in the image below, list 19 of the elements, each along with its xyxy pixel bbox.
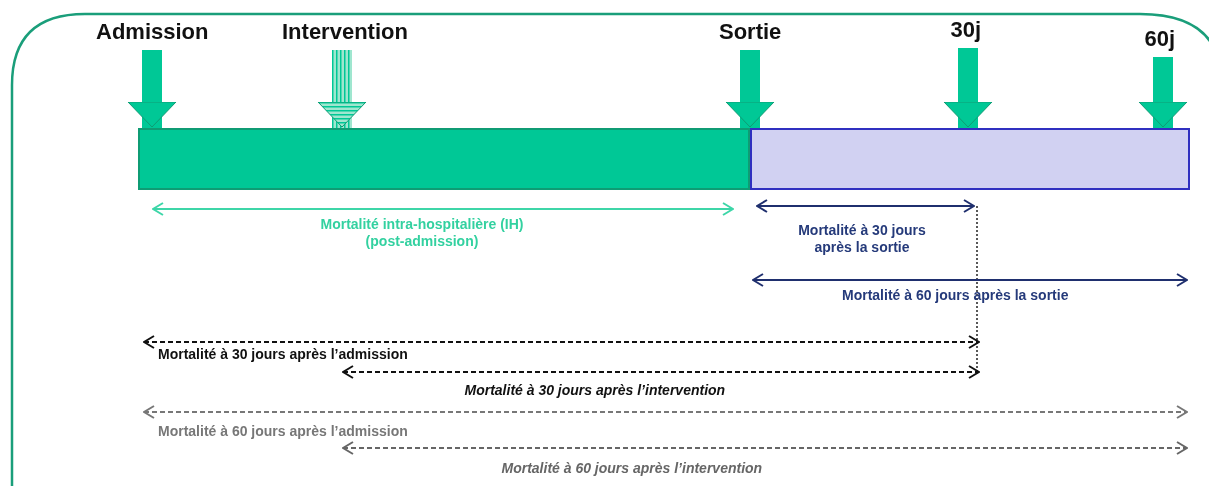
block-arrow — [725, 50, 775, 128]
event-label: Sortie — [719, 20, 782, 44]
block-arrow — [1138, 57, 1188, 128]
block-arrow — [127, 50, 177, 128]
event-label: 60j — [1144, 27, 1176, 51]
span-label: Mortalité à 60 jours après l’intervention — [501, 460, 763, 477]
block-arrow — [317, 50, 367, 128]
span-label: Mortalité à 60 jours après la sortie — [842, 287, 1069, 304]
span-label: Mortalité à 30 jours après l’admission — [158, 346, 408, 363]
span-label: Mortalité à 30 jours après la sortie — [797, 222, 927, 256]
event-label: Admission — [96, 20, 209, 44]
span-label: Mortalité à 60 jours après l’admission — [158, 423, 408, 440]
timeline-bar — [138, 128, 750, 190]
block-arrow — [943, 48, 993, 128]
span-label: Mortalité intra-hospitalière (IH) (post-admission) — [319, 216, 525, 250]
event-label: Intervention — [282, 20, 408, 44]
timeline-bar — [750, 128, 1190, 190]
span-label: Mortalité à 30 jours après l’intervention — [464, 382, 726, 399]
event-label: 30j — [950, 18, 982, 42]
